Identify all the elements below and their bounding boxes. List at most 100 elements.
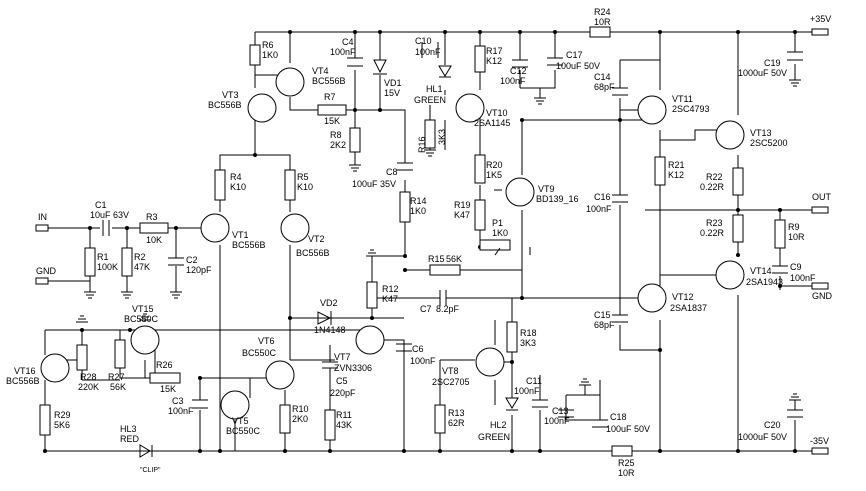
- label-parts-c13-name: C13: [552, 406, 569, 416]
- label-parts-hl2-name: HL2: [490, 420, 507, 430]
- label-parts-r17-val: K12: [486, 56, 502, 66]
- label-parts-vt4-name: VT4: [312, 66, 329, 76]
- label-parts-r2-val: 47K: [134, 262, 150, 272]
- label-parts-p1-val: 1K0: [492, 228, 508, 238]
- label-parts-vt1-val: BC556B: [232, 240, 266, 250]
- label-parts-vt15-val: BC550C: [124, 314, 159, 324]
- label-parts-vt5-val: BC550C: [226, 426, 261, 436]
- resistor-R1: [84, 247, 96, 277]
- label-parts-vt7-name: VT7: [334, 352, 351, 362]
- label-parts-hl3-val: RED: [120, 434, 140, 444]
- label-parts-r24-val: 10R: [594, 17, 611, 27]
- resistor-R6: [249, 44, 261, 66]
- label-parts-r22-name: R22: [706, 172, 723, 182]
- label-parts-r9-val: 10R: [788, 232, 805, 242]
- grounds: [76, 79, 801, 401]
- resistor-R25: [611, 445, 633, 457]
- label-parts-r8-val: 2K2: [330, 140, 346, 150]
- label-parts-r15-name: R15: [428, 254, 445, 264]
- label-parts-vt6-val: BC550C: [242, 348, 277, 358]
- resistor-R14: [399, 191, 411, 223]
- label-parts-vt13-name: VT13: [750, 128, 772, 138]
- label-parts-vt12-name: VT12: [672, 292, 694, 302]
- label-parts-c13-val: 100nF: [544, 416, 570, 426]
- label-parts-c15-val: 68pF: [594, 320, 615, 330]
- label-parts-c4-val: 100nF: [330, 47, 356, 57]
- label-parts-r27-val: 56K: [110, 382, 126, 392]
- transistor-VT16: [40, 353, 70, 383]
- label-parts-vt13-val: 2SC5200: [750, 138, 788, 148]
- label-parts-r12-name: R12: [382, 284, 399, 294]
- label-parts-c6-val: 100nF: [410, 356, 436, 366]
- label-parts-c5-name: C5: [336, 376, 348, 386]
- label-parts-r9-name: R9: [788, 222, 800, 232]
- label-out: OUT: [812, 192, 832, 202]
- label-parts-r24-name: R24: [594, 7, 611, 17]
- label-parts-c14-name: C14: [594, 72, 611, 82]
- resistor-R18: [506, 321, 518, 353]
- label-parts-c14-val: 68pF: [594, 82, 615, 92]
- label-parts-vt16-name: VT16: [14, 366, 36, 376]
- label-parts-hl1-name: HL1: [426, 84, 443, 94]
- label-parts-r15-val: 56K: [446, 254, 462, 264]
- label-parts-r28-name: R28: [80, 372, 97, 382]
- resistor-R8: [349, 127, 361, 153]
- transistor-VT7: [355, 325, 385, 355]
- resistor-R20: [474, 154, 486, 184]
- label-parts-r1-name: R1: [97, 252, 109, 262]
- label-parts-vt9-name: VT9: [538, 184, 555, 194]
- label-parts-vt10-val: 2SA1145: [474, 118, 510, 128]
- label-parts-r27-name: R27: [108, 372, 125, 382]
- resistor-R21: [654, 156, 666, 186]
- label-parts-r16-val: 3K3: [437, 129, 447, 145]
- resistor-R23: [732, 214, 744, 243]
- label-parts-r3-name: R3: [146, 212, 158, 222]
- label-parts-vt2-name: VT2: [308, 234, 325, 244]
- label-parts-r10-val: 2K0: [292, 414, 308, 424]
- label-parts-r4-name: R4: [230, 172, 242, 182]
- label-parts-r2-name: R2: [134, 252, 146, 262]
- label-parts-vt9-val: BD139_16: [536, 194, 579, 204]
- junctions: [43, 30, 797, 453]
- label-parts-r7-name: R7: [324, 92, 336, 102]
- label-parts-c1-val: 10uF 63V: [90, 210, 129, 220]
- label-parts-vt4-val: BC556B: [312, 76, 346, 86]
- resistor-R3: [139, 222, 169, 234]
- label-parts-r5-name: R5: [297, 172, 309, 182]
- label-parts-vt8-name: VT8: [442, 366, 459, 376]
- label-parts-vt5-name: VT5: [232, 416, 249, 426]
- label-parts-r29-name: R29: [54, 410, 71, 420]
- label-parts-r10-name: R10: [292, 404, 309, 414]
- label-parts-c20-name: C20: [764, 420, 781, 430]
- transistor-VT5: [220, 390, 250, 420]
- resistor-R17: [474, 45, 486, 73]
- label-parts-c9-name: C9: [790, 262, 802, 272]
- resistors: [39, 26, 786, 457]
- label-parts-r21-val: K12: [668, 170, 684, 180]
- label-parts-vt7-val: ZVN3306: [334, 363, 372, 373]
- resistor-R28: [76, 344, 88, 371]
- transistor-VT2: [280, 213, 310, 243]
- resistor-R26: [149, 372, 181, 384]
- transistor-VT3: [247, 93, 277, 123]
- label-parts-r22-val: 0.22R: [700, 182, 725, 192]
- transistor-VT8: [475, 347, 505, 377]
- label-parts-c11-val: 100nF: [514, 386, 540, 396]
- label-parts-c7-val: 8.2pF: [436, 304, 460, 314]
- label-parts-hl3-name: HL3: [120, 424, 137, 434]
- label-parts-c15-name: C15: [594, 310, 611, 320]
- diode-VD2: [317, 311, 332, 325]
- label-parts-c16-name: C16: [594, 192, 611, 202]
- label-parts-c17-name: C17: [566, 50, 583, 60]
- label-parts-r8-name: R8: [330, 130, 342, 140]
- label-parts-hl1-val: GREEN: [414, 95, 446, 105]
- resistor-R7: [317, 104, 347, 116]
- label-gnd-in: GND: [36, 266, 57, 276]
- label-parts-r20-val: 1K5: [486, 170, 502, 180]
- transistor-VT4: [275, 67, 305, 97]
- label-parts-c1-name: C1: [95, 200, 107, 210]
- label-parts-r19-val: K47: [454, 210, 470, 220]
- label-parts-vt3-name: VT3: [222, 90, 239, 100]
- transistor-VT6: [265, 360, 295, 390]
- label-parts-c3-name: C3: [172, 396, 184, 406]
